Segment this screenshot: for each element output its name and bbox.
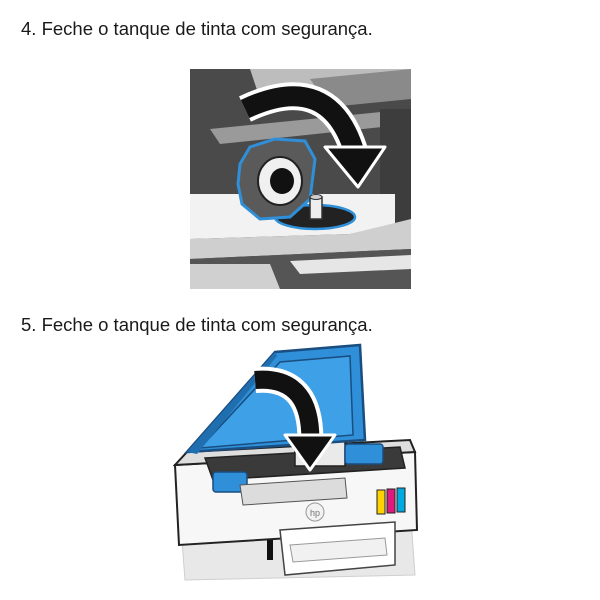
printer-lid-closing-icon: hp <box>172 343 419 581</box>
step-5-title: 5. Feche o tanque de tinta com segurança… <box>21 314 373 335</box>
ink-tank-cap-closing-icon <box>190 69 411 289</box>
hp-logo: hp <box>310 508 320 518</box>
step-4-title: 4. Feche o tanque de tinta com segurança… <box>21 18 373 39</box>
